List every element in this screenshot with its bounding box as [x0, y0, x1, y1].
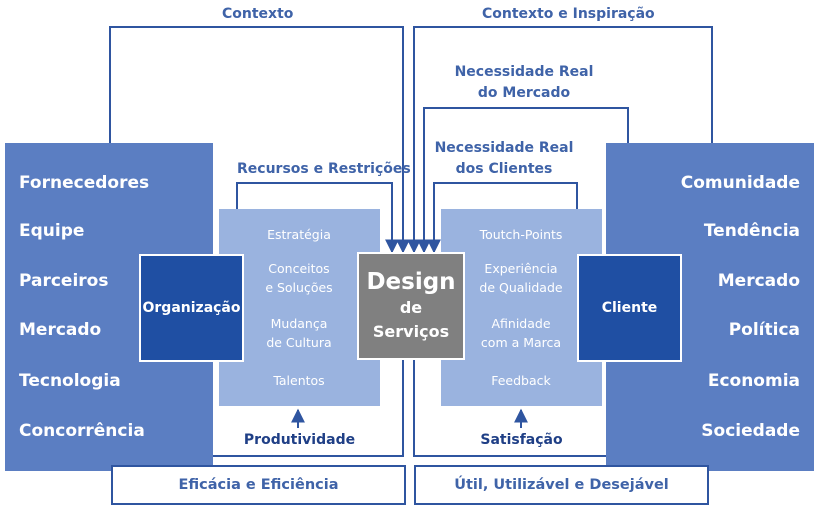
eficacia-eficiencia-box: Eficácia e Eficiência [111, 465, 406, 505]
right-item: Sociedade [701, 421, 800, 441]
arrow-recursos [236, 182, 399, 254]
right-item: Economia [707, 371, 800, 391]
label-contexto: Contexto [222, 6, 294, 22]
organizacao-item: Estratégia [267, 227, 331, 242]
cliente-item: Feedback [491, 373, 551, 388]
right-item: Política [728, 320, 800, 340]
right-panel: Comunidade Tendência Mercado Política Ec… [606, 143, 814, 471]
organizacao-item: Conceitos e Soluções [265, 261, 333, 295]
organizacao-box: Organização [139, 254, 244, 362]
left-item: Tecnologia [19, 371, 121, 391]
left-item: Mercado [19, 320, 102, 340]
left-item: Equipe [19, 221, 85, 241]
label-necessidade-mercado: Necessidade Real do Mercado [454, 64, 594, 101]
arrow-contexto [109, 26, 410, 254]
cliente-box: Cliente [577, 254, 682, 362]
organizacao-panel: Estratégia Conceitos e Soluções Mudança … [219, 209, 380, 406]
design-title: Design [366, 269, 456, 295]
left-item: Fornecedores [19, 173, 150, 193]
arrow-necessidade-mercado [417, 107, 629, 254]
label-recursos-restricoes: Recursos e Restrições [237, 161, 411, 177]
arrow-necessidade-clientes [427, 182, 578, 254]
label-contexto-inspiracao: Contexto e Inspiração [482, 6, 655, 22]
design-subtitle: de Serviços [372, 298, 450, 341]
right-item: Tendência [703, 221, 800, 241]
label-produtividade: Produtividade [243, 432, 356, 448]
label-satisfacao: Satisfação [480, 432, 563, 448]
cliente-item: Toutch-Points [479, 227, 563, 242]
cliente-item: Experiência de Qualidade [479, 261, 563, 295]
design-de-servicos-box: Design de Serviços [357, 252, 465, 360]
label-necessidade-clientes: Necessidade Real dos Clientes [434, 140, 574, 177]
arrow-contexto-inspiracao [407, 26, 713, 254]
cliente-panel: Toutch-Points Experiência de Qualidade A… [441, 209, 602, 406]
right-item: Mercado [717, 271, 800, 291]
organizacao-item: Talentos [273, 373, 325, 388]
cliente-item: Afinidade com a Marca [480, 316, 562, 350]
right-item: Comunidade [680, 173, 800, 193]
util-utilizavel-desejavel-box: Útil, Utilizável e Desejável [414, 465, 709, 505]
left-item: Concorrência [19, 421, 145, 441]
left-item: Parceiros [19, 271, 109, 291]
organizacao-item: Mudança de Cultura [266, 316, 332, 350]
